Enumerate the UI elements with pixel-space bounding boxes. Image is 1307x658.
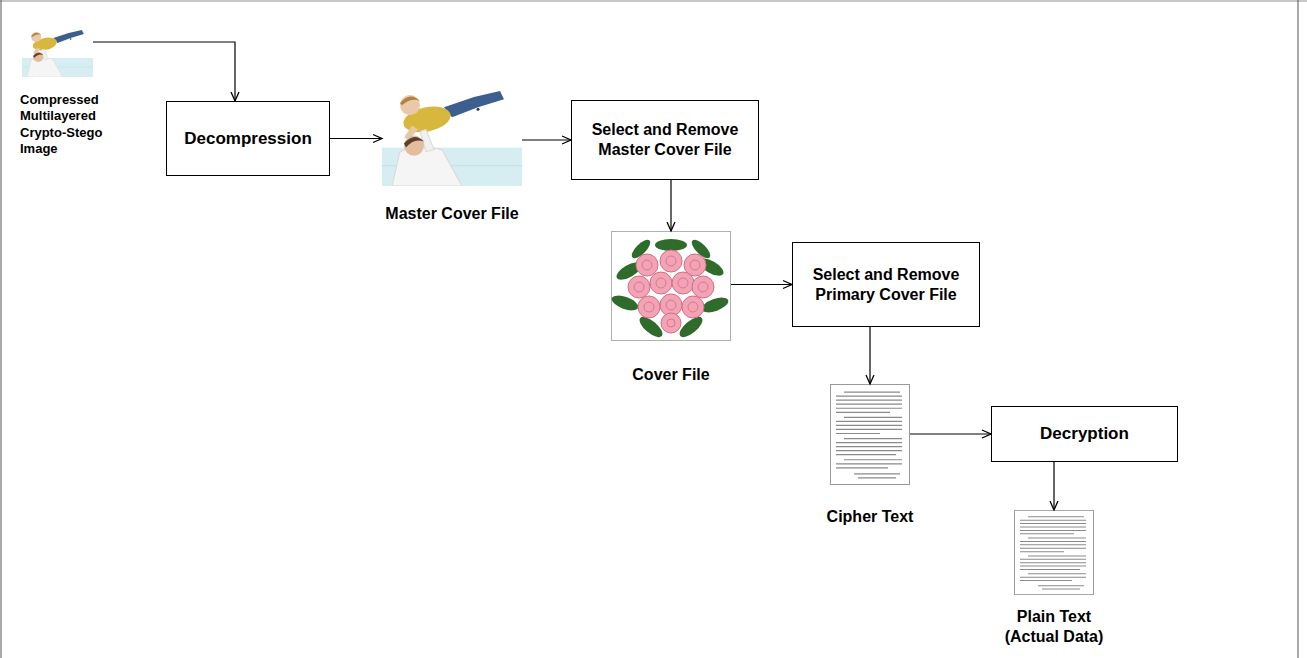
process-box: Decryption (991, 406, 1178, 462)
image-caption: Plain Text (Actual Data) (989, 607, 1119, 647)
image-node: Cover File (611, 231, 731, 341)
box-label: Select and Remove Master Cover File (579, 120, 751, 160)
image-node: Compressed Multilayered Crypto-Stego Ima… (22, 27, 93, 77)
image-node: Plain Text (Actual Data) (1014, 510, 1094, 595)
box-label: Decompression (184, 128, 312, 149)
plain-document-image (1014, 510, 1094, 595)
process-box: Select and Remove Primary Cover File (792, 242, 980, 327)
box-label: Decryption (1040, 423, 1129, 444)
image-node: Cipher Text (830, 384, 910, 485)
flow-arrow (731, 284, 792, 285)
flow-arrow (1053, 462, 1054, 510)
process-box: Decompression (166, 101, 330, 176)
image-node: Master Cover File (382, 85, 522, 186)
flow-arrow (330, 138, 382, 139)
box-label: Select and Remove Primary Cover File (800, 265, 972, 305)
process-box: Select and Remove Master Cover File (571, 100, 759, 180)
image-caption: Cover File (606, 365, 736, 385)
flow-arrow (522, 139, 571, 140)
flow-arrow (93, 42, 235, 101)
flow-arrow (670, 180, 671, 231)
cipher-document-image (830, 384, 910, 485)
flow-arrow (910, 433, 991, 434)
image-caption: Compressed Multilayered Crypto-Stego Ima… (20, 92, 120, 157)
flow-arrow (869, 327, 870, 384)
compressed-photo (22, 27, 93, 77)
master-cover-photo (382, 85, 522, 186)
image-caption: Cipher Text (810, 507, 930, 527)
image-caption: Master Cover File (382, 204, 522, 224)
rose-bouquet-image (611, 231, 731, 341)
